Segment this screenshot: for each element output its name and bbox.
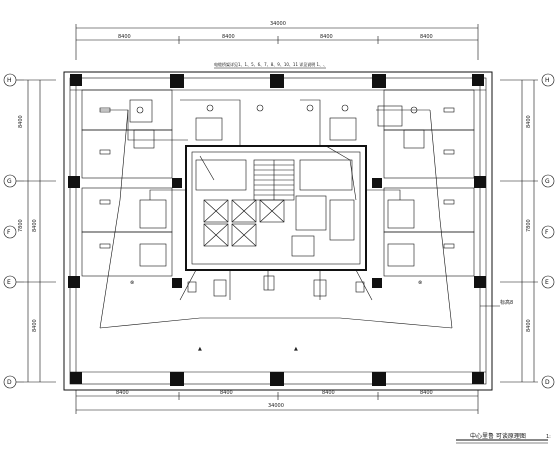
axis-right-4: E [545,279,549,286]
dim-bottom-2: 8400 [220,390,233,396]
svg-text:▲: ▲ [294,346,298,352]
device-symbols: ▲ ▲ ⊗ ⊗ [99,104,455,352]
dim-top-3: 8400 [320,34,333,40]
dim-right-2: 7800 [526,219,532,232]
dim-top-2: 8400 [222,34,235,40]
dim-bottom-4: 8400 [420,390,433,396]
central-core [185,145,367,271]
dim-left-4: 8400 [32,319,38,332]
axis-left-1: H [7,77,12,84]
axis-right-2: G [545,178,550,185]
dim-bottom-1: 8400 [116,390,129,396]
dim-right-1: 8400 [526,115,532,128]
axis-right-3: F [545,229,549,236]
axis-bubbles-right: H G F E D [541,73,555,389]
wiring-runs [99,99,500,329]
structural-columns [68,74,486,386]
left-dimension-chain: 8400 7800 8400 8400 [18,79,56,383]
footer-title: 中心里鲁 可谈原理图 1: [456,432,551,444]
axis-right-5: D [545,379,550,386]
axis-right-1: H [545,77,550,84]
bottom-dimension-chain: 8400 8400 8400 8400 34000 [75,390,479,414]
svg-text:⊗: ⊗ [130,280,134,286]
dim-bottom-total: 34000 [268,403,284,409]
elevation-tag: 标高8 [500,299,513,306]
dim-left-3: 8400 [32,219,38,232]
annotations: 电缆桥架详见1、1、5、6、7、8、9、10、11 详见说明 1、、 标高8 [214,61,513,306]
axis-left-2: G [7,178,12,185]
svg-text:▲: ▲ [198,346,202,352]
dim-left-2: 7800 [18,219,24,232]
footer-scale: 1: [546,434,551,440]
axis-left-3: F [7,229,11,236]
footer-caption: 中心里鲁 可谈原理图 [470,432,526,440]
dim-top-1: 8400 [118,34,131,40]
dim-right-3: 8400 [526,319,532,332]
axis-left-5: D [7,379,12,386]
axis-left-4: E [7,279,11,286]
dim-top-total: 34000 [270,21,286,27]
room-partitions [81,89,475,277]
svg-text:⊗: ⊗ [418,280,422,286]
top-note: 电缆桥架详见1、1、5、6、7、8、9、10、11 详见说明 1、、 [214,61,327,67]
dim-left-1: 8400 [18,115,24,128]
axis-bubbles-left: H G F E D [3,73,24,389]
dim-top-4: 8400 [420,34,433,40]
top-dimension-chain: 34000 8400 8400 8400 8400 [75,21,479,60]
right-dimension-chain: 8400 7800 8400 [500,79,538,383]
dim-bottom-3: 8400 [322,390,335,396]
